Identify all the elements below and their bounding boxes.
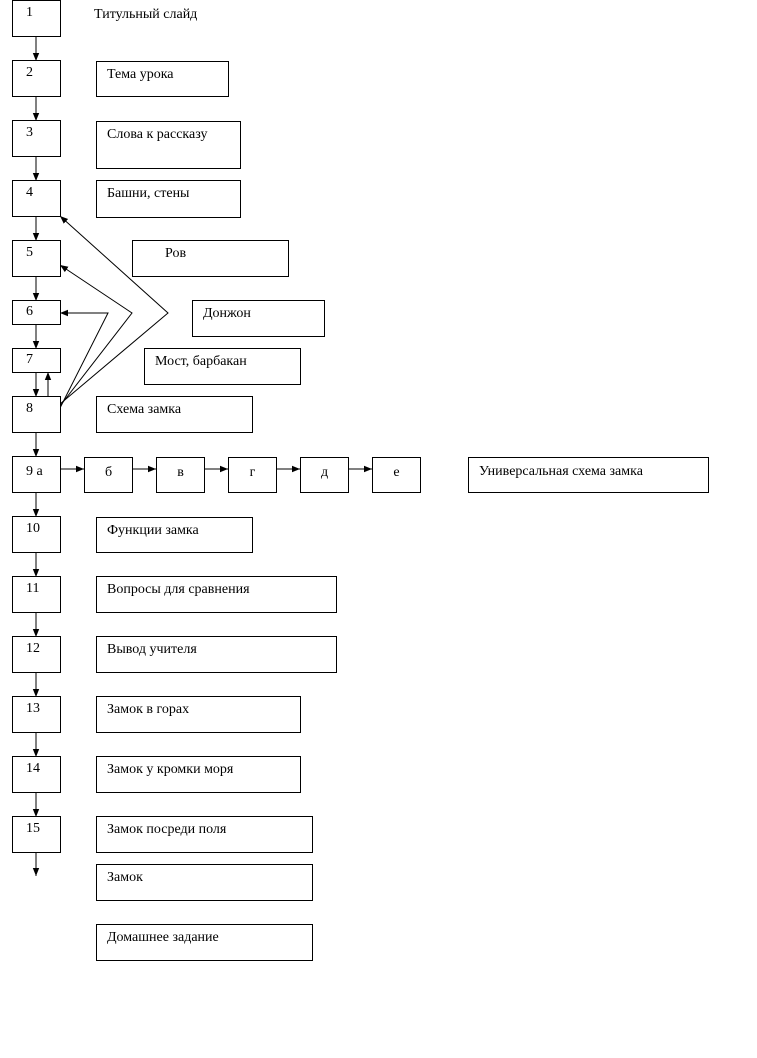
sub-slide-letter: б	[104, 465, 113, 480]
extra-label: Домашнее задание	[107, 930, 219, 945]
slide-number: 12	[26, 641, 40, 656]
slide-number: 11	[26, 581, 40, 596]
slide-number-box-9: 9 а	[12, 456, 61, 493]
slide-number-box-13: 13	[12, 696, 61, 733]
slide-label: Замок у кромки моря	[107, 762, 234, 777]
slide-number: 15	[26, 821, 40, 836]
slide-number-box-10: 10	[12, 516, 61, 553]
extra-box-homework: Домашнее задание	[96, 924, 313, 961]
slide-label-box-7: Мост, барбакан	[144, 348, 301, 385]
slide-label-box-8: Схема замка	[96, 396, 253, 433]
slide-number: 3	[26, 125, 33, 140]
slide-number: 5	[26, 245, 33, 260]
slide-label: Башни, стены	[107, 186, 190, 201]
slide-label-box-15: Замок посреди поля	[96, 816, 313, 853]
slide-number: 7	[26, 352, 33, 367]
slide-number: 6	[26, 304, 33, 319]
slide-label: Слова к рассказу	[107, 127, 208, 142]
sub-slide-box-g: г	[228, 457, 277, 493]
slide-label: Вывод учителя	[107, 642, 197, 657]
slide-label: Мост, барбакан	[155, 354, 247, 369]
slide-number-box-2: 2	[12, 60, 61, 97]
slide-label: Замок в горах	[107, 702, 190, 717]
sub-slide-box-e: е	[372, 457, 421, 493]
slide-number: 2	[26, 65, 33, 80]
slide-label-box-2: Тема урока	[96, 61, 229, 97]
slide-label: Вопросы для сравнения	[107, 582, 250, 597]
slide-number-box-5: 5	[12, 240, 61, 277]
slide-label-box-5: Ров	[132, 240, 289, 277]
slide-number-box-4: 4	[12, 180, 61, 217]
slide-number: 4	[26, 185, 33, 200]
slide-label-1: Титульный слайд	[94, 7, 198, 22]
sub-slide-box-v: в	[156, 457, 205, 493]
slide-label-box-12: Вывод учителя	[96, 636, 337, 673]
sub-slide-letter: д	[320, 465, 329, 480]
slide-label: Универсальная схема замка	[479, 464, 643, 479]
slide-label: Функции замка	[107, 523, 199, 538]
slide-label: Схема замка	[107, 402, 182, 417]
extra-label: Замок	[107, 870, 143, 885]
sub-slide-letter: в	[177, 465, 184, 480]
slide-number-box-1: 1	[12, 0, 61, 37]
slide-label-box-10: Функции замка	[96, 517, 253, 553]
slide-label: Донжон	[203, 306, 251, 321]
sub-slide-box-d: д	[300, 457, 349, 493]
slide-label-box-13: Замок в горах	[96, 696, 301, 733]
slide-number: 14	[26, 761, 40, 776]
slide-number: 8	[26, 401, 33, 416]
slide-number-box-11: 11	[12, 576, 61, 613]
slide-number-box-12: 12	[12, 636, 61, 673]
slide-number-box-8: 8	[12, 396, 61, 433]
slide-number-box-6: 6	[12, 300, 61, 325]
slide-number: 13	[26, 701, 40, 716]
slide-number-box-15: 15	[12, 816, 61, 853]
slide-number: 1	[26, 5, 33, 20]
slide-label-box-11: Вопросы для сравнения	[96, 576, 337, 613]
slide-label-box-6: Донжон	[192, 300, 325, 337]
sub-slide-letter: г	[249, 465, 256, 480]
slide-number-box-7: 7	[12, 348, 61, 373]
extra-box-castle: Замок	[96, 864, 313, 901]
slide-number-box-14: 14	[12, 756, 61, 793]
slide-label-box-4: Башни, стены	[96, 180, 241, 218]
slide-label-box-3: Слова к рассказу	[96, 121, 241, 169]
slide-number: 10	[26, 521, 40, 536]
slide-label: Тема урока	[107, 67, 174, 82]
slide-label-box-9: Универсальная схема замка	[468, 457, 709, 493]
slide-label-box-14: Замок у кромки моря	[96, 756, 301, 793]
slide-label: Замок посреди поля	[107, 822, 227, 837]
slide-number-box-3: 3	[12, 120, 61, 157]
slide-label: Ров	[165, 246, 187, 261]
sub-slide-box-b: б	[84, 457, 133, 493]
slide-number: 9 а	[26, 464, 43, 479]
sub-slide-letter: е	[393, 465, 400, 480]
